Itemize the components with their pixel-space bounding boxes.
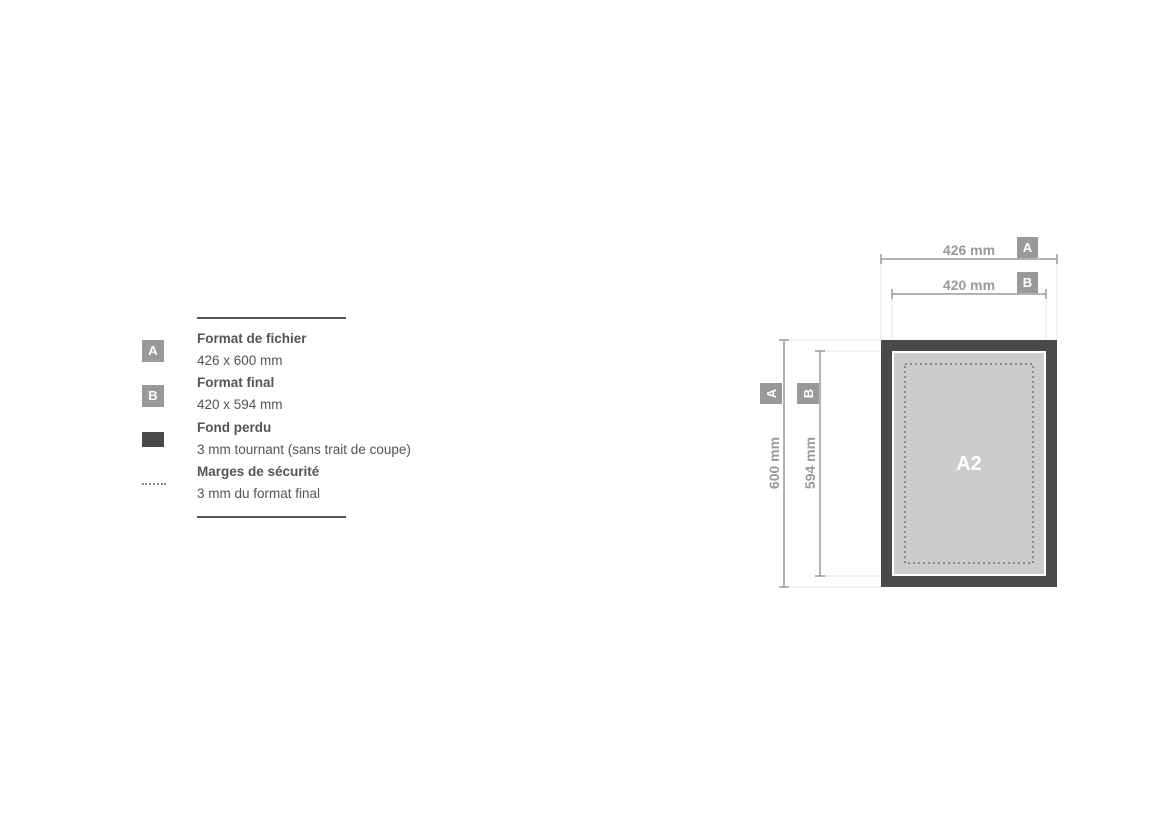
final-height-tag: B <box>801 389 816 398</box>
file-format-value: 426 x 600 mm <box>197 353 283 368</box>
file-width-label: 426 mm <box>943 242 995 258</box>
safety-margins-value: 3 mm du format final <box>197 486 321 501</box>
final-height-label: 594 mm <box>802 437 818 489</box>
legend-item-bleed: Fond perdu 3 mm tournant (sans trait de … <box>142 420 542 464</box>
legend-item-file-format: A Format de fichier 426 x 600 mm <box>142 331 542 375</box>
file-format-badge: A <box>142 340 164 362</box>
final-format-value: 420 x 594 mm <box>197 397 283 412</box>
dotted-line-icon <box>142 483 166 485</box>
file-width-dimension: 426 mm A <box>880 237 1058 264</box>
format-name: A2 <box>956 453 982 475</box>
file-height-label: 600 mm <box>766 437 782 489</box>
file-height-dimension: 600 mm A <box>760 339 789 588</box>
final-format-badge: B <box>142 385 164 407</box>
bleed-title: Fond perdu <box>197 420 272 435</box>
page-area <box>894 353 1044 574</box>
file-format-title: Format de fichier <box>197 331 307 346</box>
final-width-dimension: 420 mm B <box>891 272 1047 299</box>
final-width-label: 420 mm <box>943 277 995 293</box>
file-height-tag-badge <box>760 383 782 404</box>
final-width-tag-badge <box>1017 272 1038 293</box>
final-width-tag: B <box>1023 275 1032 290</box>
final-height-dimension: 594 mm B <box>797 350 825 577</box>
legend-bottom-rule <box>197 516 346 518</box>
final-height-tag-badge <box>797 383 819 404</box>
file-width-tag-badge <box>1017 237 1038 258</box>
final-format-title: Format final <box>197 375 275 390</box>
bleed-swatch-icon <box>142 432 164 447</box>
legend-item-final-format: B Format final 420 x 594 mm <box>142 375 542 419</box>
legend-item-safety-margins: Marges de sécurité 3 mm du format final <box>142 464 542 508</box>
safety-margins-title: Marges de sécurité <box>197 464 320 479</box>
safety-margin-line <box>904 363 1034 564</box>
file-width-tag: A <box>1023 240 1033 255</box>
legend-top-rule <box>197 317 346 319</box>
file-height-tag: A <box>764 388 779 398</box>
bleed-value: 3 mm tournant (sans trait de coupe) <box>197 442 411 457</box>
